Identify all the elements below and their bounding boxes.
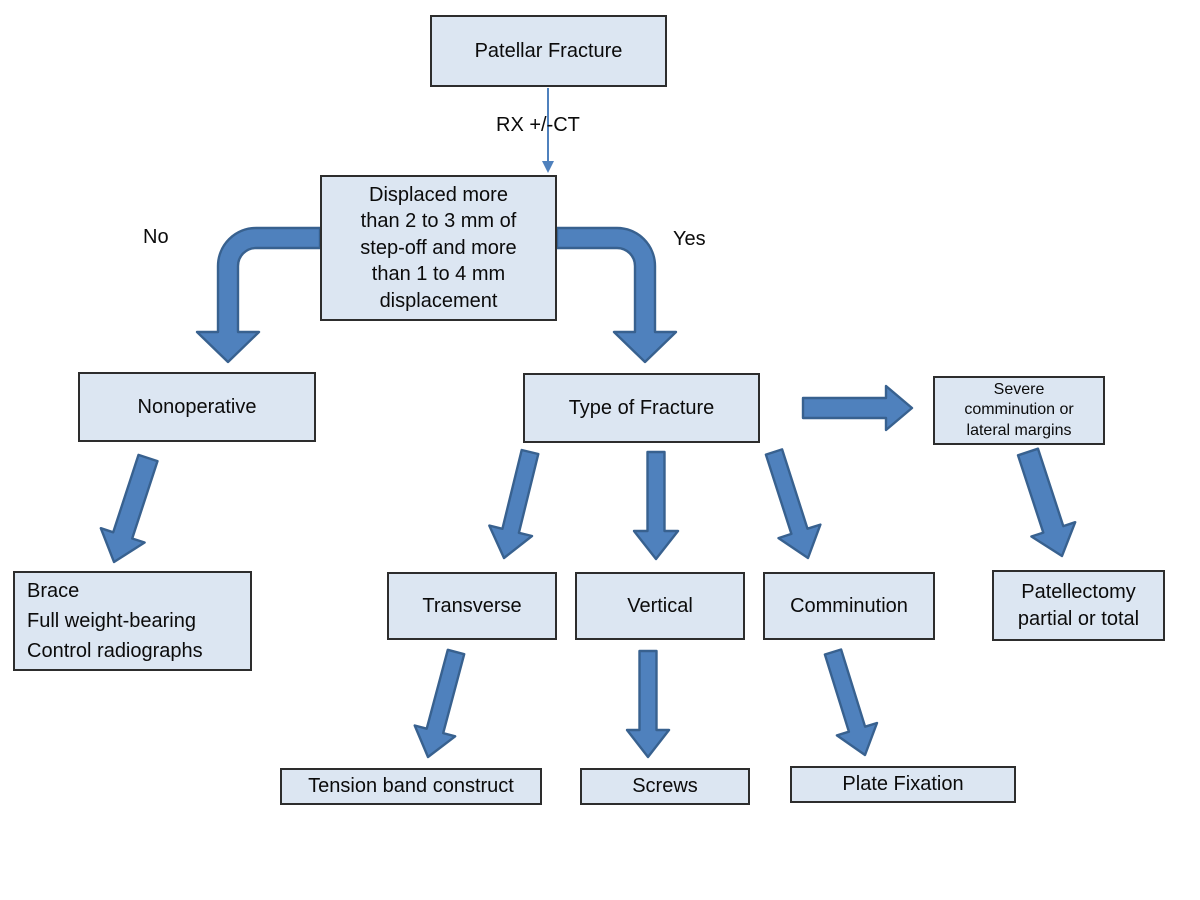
arrow-yes-branch (555, 226, 678, 364)
node-tension-band: Tension band construct (280, 768, 542, 805)
edge-label-yes: Yes (673, 228, 706, 250)
node-plate-fixation: Plate Fixation (790, 766, 1016, 803)
arrow-nonoperative-to-brace (99, 453, 159, 564)
connector-rx-arrowhead (542, 161, 554, 173)
node-patellectomy: Patellectomy partial or total (992, 570, 1165, 641)
node-type-of-fracture-label: Type of Fracture (568, 396, 715, 419)
node-vertical-label: Vertical (627, 594, 693, 617)
node-patellectomy-label: Patellectomy partial or total (1017, 581, 1140, 630)
node-brace: Brace Full weight-bearing Control radiog… (13, 571, 252, 671)
arrow-type-to-comminution (764, 448, 822, 560)
node-nonoperative: Nonoperative (78, 372, 316, 442)
edge-label-no: No (143, 226, 169, 248)
node-patellar-fracture: Patellar Fracture (430, 15, 667, 87)
node-plate-fixation-label: Plate Fixation (842, 773, 964, 796)
node-tension-band-label: Tension band construct (308, 775, 514, 798)
arrow-type-to-vertical (632, 450, 680, 561)
node-brace-label: Brace Full weight-bearing Control radiog… (27, 580, 203, 662)
node-transverse: Transverse (387, 572, 557, 640)
node-type-of-fracture: Type of Fracture (523, 373, 760, 443)
arrow-comminution-to-plate (823, 648, 879, 757)
node-screws-label: Screws (632, 775, 698, 798)
node-nonoperative-label: Nonoperative (137, 395, 257, 418)
arrow-no-branch (195, 226, 322, 364)
edge-label-rx-ct: RX +/-CT (496, 114, 580, 136)
arrow-transverse-to-tension-band (413, 648, 466, 759)
node-comminution: Comminution (763, 572, 935, 640)
node-transverse-label: Transverse (422, 594, 522, 617)
node-vertical: Vertical (575, 572, 745, 640)
node-displacement-decision-label: Displaced more than 2 to 3 mm of step-of… (360, 184, 517, 312)
node-screws: Screws (580, 768, 750, 805)
arrow-severe-to-patellectomy (1016, 447, 1077, 558)
node-comminution-label: Comminution (790, 594, 908, 617)
node-patellar-fracture-label: Patellar Fracture (474, 39, 623, 62)
arrow-type-to-transverse (488, 448, 540, 560)
node-severe-comminution: Severe comminution or lateral margins (933, 376, 1105, 445)
arrow-type-to-severe (801, 384, 914, 432)
node-severe-comminution-label: Severe comminution or lateral margins (964, 380, 1074, 439)
arrow-vertical-to-screws (625, 649, 671, 759)
node-displacement-decision: Displaced more than 2 to 3 mm of step-of… (320, 175, 557, 321)
